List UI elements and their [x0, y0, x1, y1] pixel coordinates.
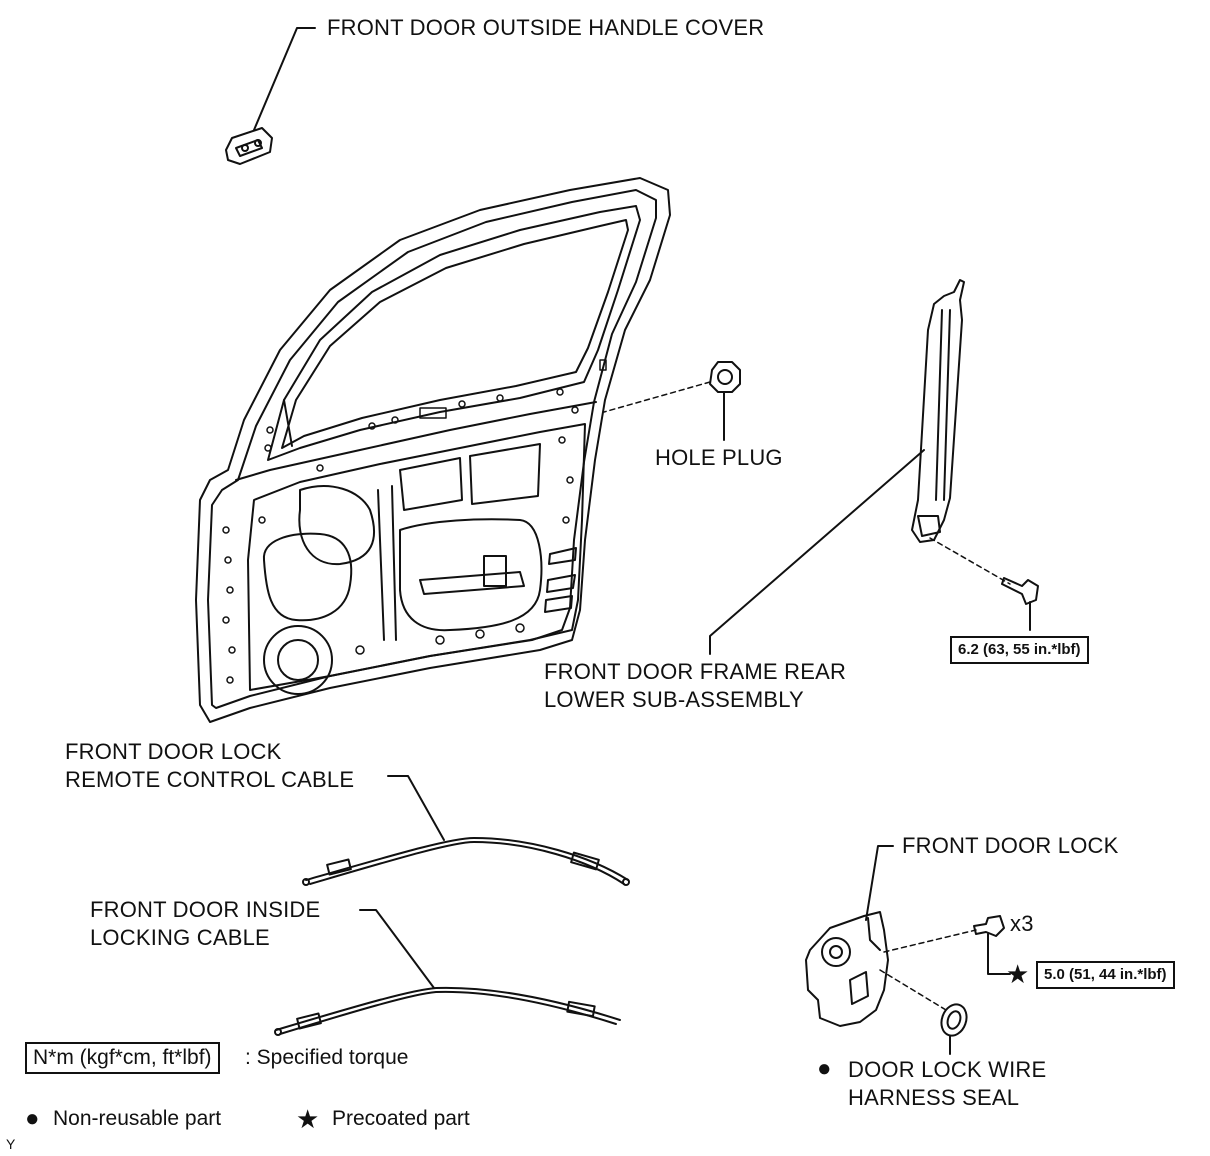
door-lock-part: [805, 911, 889, 1027]
legend-torque-box: N*m (kgf*cm, ft*lbf): [25, 1042, 220, 1074]
legend-precoated-text: Precoated part: [332, 1107, 470, 1130]
label-door-lock: FRONT DOOR LOCK: [902, 833, 1119, 858]
label-seal-line1: DOOR LOCK WIRE: [848, 1057, 1047, 1082]
footer-code: Y: [6, 1136, 16, 1152]
seal-dashed-line: [879, 969, 947, 1011]
label-remote-cable-line2: REMOTE CONTROL CABLE: [65, 767, 355, 792]
legend-precoated-icon: ★: [296, 1104, 320, 1134]
label-hole-plug: HOLE PLUG: [655, 445, 783, 470]
handle-cover-leader: [253, 27, 316, 131]
legend-torque-text: : Specified torque: [245, 1046, 409, 1069]
lock-screw-dashed-line: [883, 929, 977, 953]
remote-cable-leader: [387, 775, 445, 841]
hole-plug-part: [709, 361, 741, 393]
remote-cable-part: [302, 837, 630, 886]
lock-screw-part: [973, 915, 1005, 937]
torque-lock-screw: 5.0 (51, 44 in.*lbf): [1036, 961, 1175, 989]
nonreusable-circle-icon: ●: [817, 1055, 832, 1082]
label-inside-cable-line2: LOCKING CABLE: [90, 925, 270, 950]
door-lock-leader: [865, 845, 894, 921]
lock-screw-leader: [987, 933, 1011, 975]
torque-frame-bolt: 6.2 (63, 55 in.*lbf): [950, 636, 1089, 664]
label-multiplier: x3: [1010, 911, 1034, 936]
hole-plug-dashed-line: [603, 381, 711, 413]
label-inside-cable-line1: FRONT DOOR INSIDE: [90, 897, 321, 922]
harness-seal-part: [940, 1003, 968, 1037]
frame-rear-part: [911, 279, 965, 543]
label-seal-line2: HARNESS SEAL: [848, 1085, 1020, 1110]
handle-cover-part: [225, 127, 273, 165]
frame-bolt-dashed-line: [929, 537, 1011, 585]
frame-rear-leader: [709, 449, 925, 655]
label-frame-rear-line2: LOWER SUB-ASSEMBLY: [544, 687, 804, 712]
label-remote-cable-line1: FRONT DOOR LOCK: [65, 739, 282, 764]
inside-cable-part: [274, 986, 621, 1036]
inside-cable-leader: [359, 909, 435, 989]
label-handle-cover: FRONT DOOR OUTSIDE HANDLE COVER: [327, 15, 765, 40]
legend-nonreusable-icon: ●: [25, 1105, 40, 1132]
legend-nonreusable-text: Non-reusable part: [53, 1107, 222, 1130]
frame-bolt-part: [1001, 577, 1039, 605]
door-panel: [195, 177, 671, 723]
precoated-star-icon: ★: [1006, 959, 1030, 989]
label-frame-rear-line1: FRONT DOOR FRAME REAR: [544, 659, 847, 684]
